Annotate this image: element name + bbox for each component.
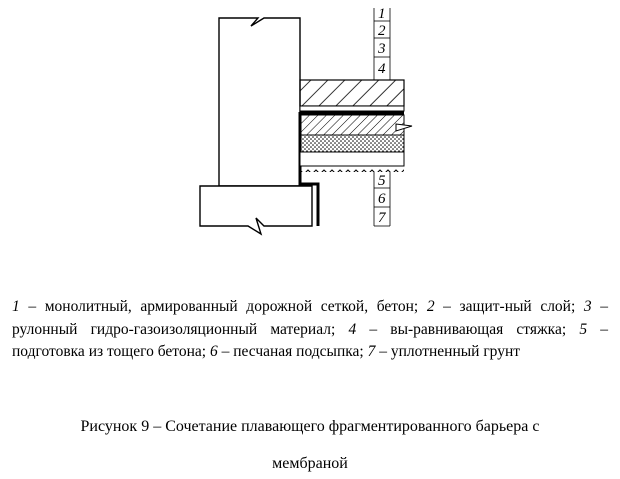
vertical-wall — [218, 17, 301, 187]
label-column — [373, 8, 391, 227]
legend-num-1: 1 — [12, 298, 20, 315]
layer-label-6: 6 — [378, 191, 386, 207]
figure-caption-line-2: мембраной — [272, 455, 348, 472]
legend-num-4: 4 — [348, 320, 357, 338]
legend-text-5: – подготовка из тощего бетона; — [12, 320, 608, 361]
foundation-base — [199, 185, 313, 236]
legend-num-7: 7 — [367, 343, 376, 360]
legend-text-4: – вы-равнивающая стяжка; — [356, 320, 580, 338]
legend-num-6: 6 — [209, 343, 218, 360]
layer-label-1: 1 — [378, 6, 386, 22]
figure-caption-line-1: Рисунок 9 – Сочетание плавающего фрагмен… — [80, 418, 540, 435]
layer-label-4: 4 — [378, 61, 386, 77]
legend-text-7: – уплотненный грунт — [375, 343, 521, 360]
layer-label-7: 7 — [378, 210, 387, 226]
layer-2-protective — [299, 105, 405, 112]
layer-label-3: 3 — [377, 41, 386, 57]
membrane-arrow — [395, 123, 413, 132]
cross-section-diagram: 1 2 3 4 5 6 7 — [199, 6, 413, 236]
layer-6-sand — [299, 151, 405, 167]
legend-num-2: 2 — [426, 298, 435, 315]
layer-1-concrete — [299, 79, 405, 107]
layer-5-lean-concrete — [299, 134, 405, 153]
figure-legend: 1 – монолитный, армированный дорожной се… — [12, 296, 608, 364]
legend-text-6: – песчаная подсыпка; — [217, 343, 368, 360]
legend-text-1: – монолитный, армированный дорожной сетк… — [19, 298, 427, 315]
legend-num-3: 3 — [583, 298, 592, 315]
layer-3-waterproofing — [300, 111, 404, 115]
legend-num-5: 5 — [579, 320, 588, 338]
layer-label-5: 5 — [378, 173, 386, 189]
layer-4-screed — [299, 114, 405, 136]
layer-label-2: 2 — [378, 23, 386, 39]
layer-7-soil — [300, 166, 404, 172]
legend-text-2: – защит-ный слой; — [434, 298, 584, 315]
legend-text-3: – рулонный гидро-газоизоляционный матери… — [12, 298, 608, 338]
